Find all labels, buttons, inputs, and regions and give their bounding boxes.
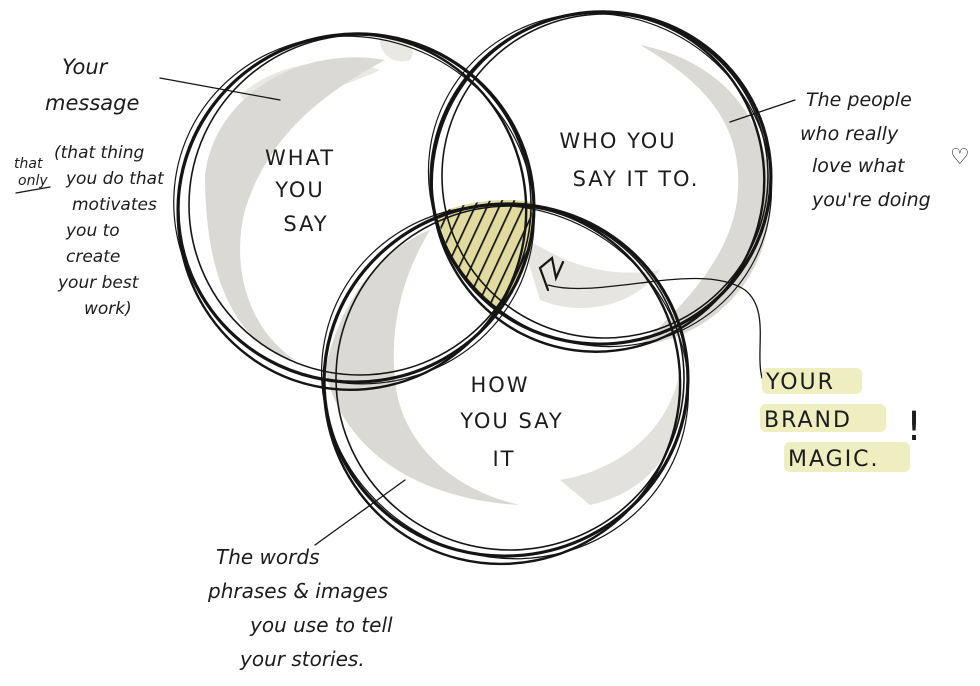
what-label-line-3: SAY — [283, 212, 328, 236]
who-label-line-2: SAY IT TO. — [573, 167, 700, 191]
people-line-1: The people — [806, 89, 912, 111]
only-underline — [15, 186, 51, 194]
circle-what-you-say — [173, 32, 536, 392]
message-line-1: Your — [62, 55, 109, 79]
how-label-line-3: IT — [492, 447, 515, 471]
motivation-line-5: create — [66, 247, 120, 267]
heart-icon: ♡ — [950, 145, 970, 170]
arrow-head-icon — [538, 255, 565, 292]
brand-line-2: BRAND — [764, 408, 852, 433]
exclamation-mark: ! — [906, 404, 924, 450]
annotation-words: The words phrases & images you use to te… — [207, 545, 393, 671]
motivation-line-3: motivates — [72, 195, 157, 215]
brand-magic-label: YOUR BRAND MAGIC. ! — [764, 370, 924, 472]
who-label-line-1: WHO YOU — [559, 129, 676, 153]
motivation-line-7: work) — [84, 299, 132, 319]
brand-line-3: MAGIC. — [788, 447, 880, 472]
motivation-line-4: you to — [65, 221, 120, 241]
label-what-you-say: WHAT YOU SAY — [265, 146, 335, 236]
motivation-line-1: (that thing — [54, 143, 144, 163]
message-line-2: message — [45, 91, 139, 115]
words-line-3: you use to tell — [249, 613, 393, 637]
label-how-you-say-it: HOW YOU SAY IT — [459, 373, 564, 471]
words-line-4: your stories. — [239, 647, 365, 671]
what-label-line-2: YOU — [274, 178, 325, 202]
annotation-your-message: Your message — [45, 55, 139, 115]
label-who-you-say-it-to: WHO YOU SAY IT TO. — [559, 129, 700, 191]
only-line-2: only — [18, 173, 48, 189]
motivation-line-2: you do that — [65, 169, 165, 189]
only-line-1: that — [14, 156, 43, 172]
circle-who-you-say-it-to — [427, 10, 773, 353]
leader-line-words — [314, 479, 406, 546]
leader-line-brand — [547, 277, 763, 379]
brand-line-1: YOUR — [765, 370, 835, 395]
annotation-people: The people who really love what you're d… — [800, 89, 970, 211]
leader-line-message — [159, 77, 281, 101]
annotation-motivation: (that thing you do that motivates you to… — [54, 143, 165, 319]
circle-how-you-say-it — [320, 202, 690, 566]
people-line-3: love what — [812, 155, 906, 177]
motivation-line-6: your best — [57, 273, 140, 293]
how-label-line-1: HOW — [470, 373, 529, 397]
people-line-2: who really — [800, 123, 899, 145]
how-label-line-2: YOU SAY — [459, 409, 564, 433]
people-line-4: you're doing — [811, 189, 931, 211]
brand-magic-highlight — [760, 368, 910, 472]
what-label-line-1: WHAT — [265, 146, 335, 170]
annotation-only: that only — [14, 156, 48, 189]
leader-line-people — [729, 99, 796, 123]
words-line-1: The words — [216, 545, 320, 569]
words-line-2: phrases & images — [207, 579, 388, 603]
